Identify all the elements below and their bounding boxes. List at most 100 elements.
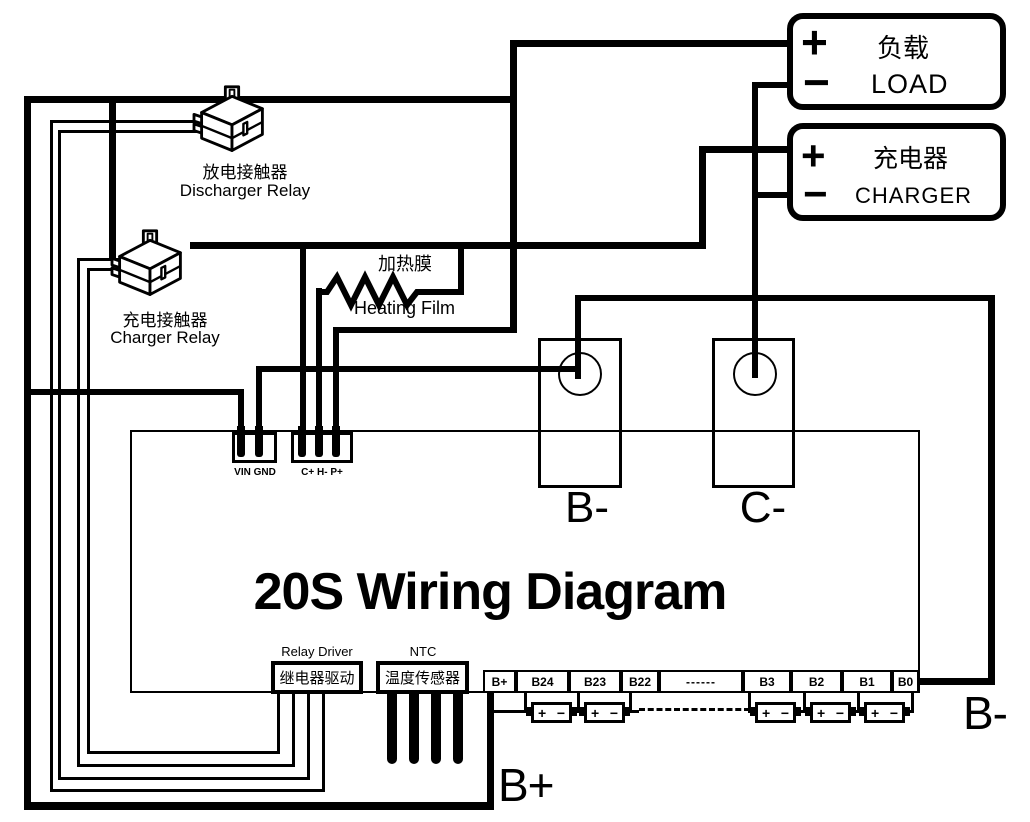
- charger-minus-icon: −: [803, 170, 828, 217]
- cell-minus: −: [889, 704, 898, 721]
- cell-plus: +: [871, 704, 880, 721]
- cell-nub: [805, 707, 811, 716]
- discharger-relay-icon: [192, 85, 264, 152]
- wire-charger-coil-a: [77, 258, 130, 261]
- wire-discharger-coil-a: [50, 120, 210, 123]
- wire-cplus-pin: [300, 245, 306, 458]
- relay-driver-box: 继电器驱动: [271, 661, 363, 694]
- charger-relay-icon: [110, 229, 182, 296]
- wire-sense-b22: [629, 693, 632, 713]
- wire-driver-bottom-4: [50, 789, 325, 792]
- wire-charger-relay-feed: [109, 96, 116, 258]
- battery-cell-3: +−: [755, 702, 796, 723]
- wire-sense-b0: [911, 693, 914, 713]
- ntc-probe-1: [387, 694, 397, 764]
- cminus-shunt-label: C-: [739, 483, 787, 532]
- battery-cell-4: +−: [810, 702, 851, 723]
- wire-load-minus-stub: [752, 82, 790, 88]
- cell-plus: +: [538, 704, 547, 721]
- wire-bminus-right-rail: [988, 295, 995, 685]
- terminal-b24: B24: [516, 670, 569, 693]
- terminal-b1: B1: [842, 670, 892, 693]
- cminus-shunt-hole: [733, 352, 777, 396]
- load-port-box: + − 负载 LOAD: [787, 13, 1006, 110]
- charger-plus-icon: +: [801, 132, 826, 179]
- discharger-relay-label-en: Discharger Relay: [179, 181, 311, 200]
- hminus-pin-blade: [315, 426, 323, 457]
- wire-driver-down-1: [277, 694, 280, 754]
- wire-driver-bottom-3: [58, 777, 310, 780]
- cell-nub: [571, 707, 577, 716]
- battery-cell-2: +−: [584, 702, 625, 723]
- charger-label-en: CHARGER: [855, 183, 973, 208]
- heating-film-resistor-icon: [316, 270, 461, 312]
- wire-b0-out: [918, 678, 995, 685]
- diagram-title: 20S Wiring Diagram: [253, 563, 728, 621]
- ntc-label: NTC: [409, 644, 437, 659]
- vin-gnd-label: VIN GND: [234, 467, 276, 478]
- heating-film-label-en: Heating Film: [353, 298, 456, 318]
- terminal-bplus: B+: [483, 670, 516, 693]
- wire-charger-plus-vertical: [699, 146, 706, 249]
- load-label-zh: 负载: [877, 33, 930, 63]
- cell-nub: [904, 707, 910, 716]
- wire-bplus-terminal-down: [487, 693, 494, 810]
- wire-load-plus: [510, 40, 790, 47]
- cell-nub: [795, 707, 801, 716]
- wire-sense-b23: [577, 693, 580, 713]
- wire-common-bus: [190, 242, 706, 249]
- pack-bminus-label: B-: [963, 687, 1008, 739]
- vin-pin: [237, 426, 245, 457]
- terminal-b22: B22: [621, 670, 659, 693]
- wire-gnd-to-bminus: [256, 366, 578, 372]
- cell-nub: [579, 707, 585, 716]
- wire-bminus-top: [575, 295, 995, 301]
- wire-cell-chain-dashed: [639, 708, 750, 711]
- load-label-en: LOAD: [871, 69, 949, 99]
- wire-common-bus-vertical: [510, 40, 517, 333]
- charger-port-box: + − 充电器 CHARGER: [787, 123, 1006, 221]
- gnd-pin: [255, 426, 263, 457]
- terminal-b2: B2: [791, 670, 842, 693]
- terminal-b3: B3: [743, 670, 791, 693]
- cminus-shunt-box: [712, 338, 795, 488]
- chp-label: C+ H- P+: [301, 467, 343, 478]
- wire-driver-bottom-2: [77, 764, 295, 767]
- bminus-shunt-hole: [558, 352, 602, 396]
- cell-nub: [859, 707, 865, 716]
- wire-sense-b3: [748, 693, 751, 713]
- cell-nub: [750, 707, 756, 716]
- cell-nub: [850, 707, 856, 716]
- wire-driver-down-4: [322, 694, 325, 792]
- cell-minus: −: [835, 704, 844, 721]
- cell-minus: −: [556, 704, 565, 721]
- cell-plus: +: [591, 704, 600, 721]
- charger-label-zh: 充电器: [873, 145, 949, 173]
- terminal-b23: B23: [569, 670, 621, 693]
- ntc-box: 温度传感器: [376, 661, 469, 694]
- wire-charger-minus-stub: [752, 192, 790, 198]
- wire-discharger-coil-b: [58, 130, 206, 133]
- wire-driver-left-2: [58, 130, 61, 780]
- pack-bplus-label: B+: [498, 759, 555, 811]
- wire-sense-b2: [803, 693, 806, 713]
- wire-pplus-pin: [333, 327, 339, 458]
- charger-relay-label-en: Charger Relay: [110, 328, 220, 347]
- load-minus-icon: −: [803, 56, 830, 108]
- wire-driver-left-4: [87, 268, 90, 754]
- battery-cell-5: +−: [864, 702, 905, 723]
- wire-sense-b1: [857, 693, 860, 713]
- wire-driver-down-3: [307, 694, 310, 780]
- wire-bplus-bottom: [24, 802, 494, 810]
- ntc-label-zh: 温度传感器: [384, 670, 460, 687]
- relay-driver-label: Relay Driver: [281, 644, 353, 659]
- terminal-b0: B0: [892, 670, 919, 693]
- wire-driver-bottom-1: [87, 751, 280, 754]
- wire-heater-return: [458, 245, 464, 295]
- wire-pplus-horizontal: [333, 327, 517, 333]
- cell-minus: −: [609, 704, 618, 721]
- charger-relay-label-zh: 充电接触器: [122, 311, 208, 330]
- terminal-ellipsis: ------: [659, 670, 743, 693]
- heating-film-label-zh: 加热膜: [378, 254, 432, 274]
